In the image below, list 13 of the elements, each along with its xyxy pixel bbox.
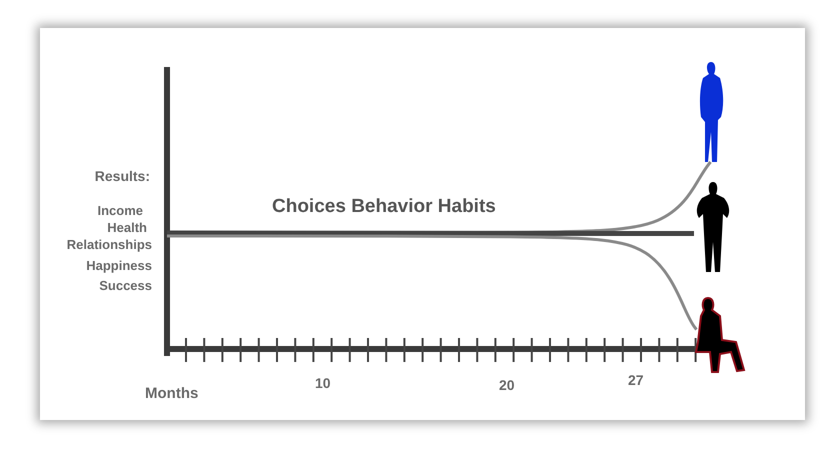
result-label: Income bbox=[97, 203, 143, 218]
curve-line bbox=[167, 234, 698, 330]
tick-label: 10 bbox=[315, 375, 331, 391]
tick-label: 20 bbox=[499, 377, 515, 393]
result-label: Happiness bbox=[86, 258, 152, 273]
axis-label: Months bbox=[145, 385, 198, 402]
result-label: Health bbox=[107, 220, 147, 235]
curve-title: Choices Behavior Habits bbox=[272, 196, 496, 218]
result-label: Relationships bbox=[66, 237, 152, 252]
axis-heading: Results: bbox=[94, 168, 150, 184]
timeline-line bbox=[167, 230, 694, 236]
result-label: Success bbox=[99, 278, 152, 293]
tick-label: 27 bbox=[628, 372, 644, 388]
